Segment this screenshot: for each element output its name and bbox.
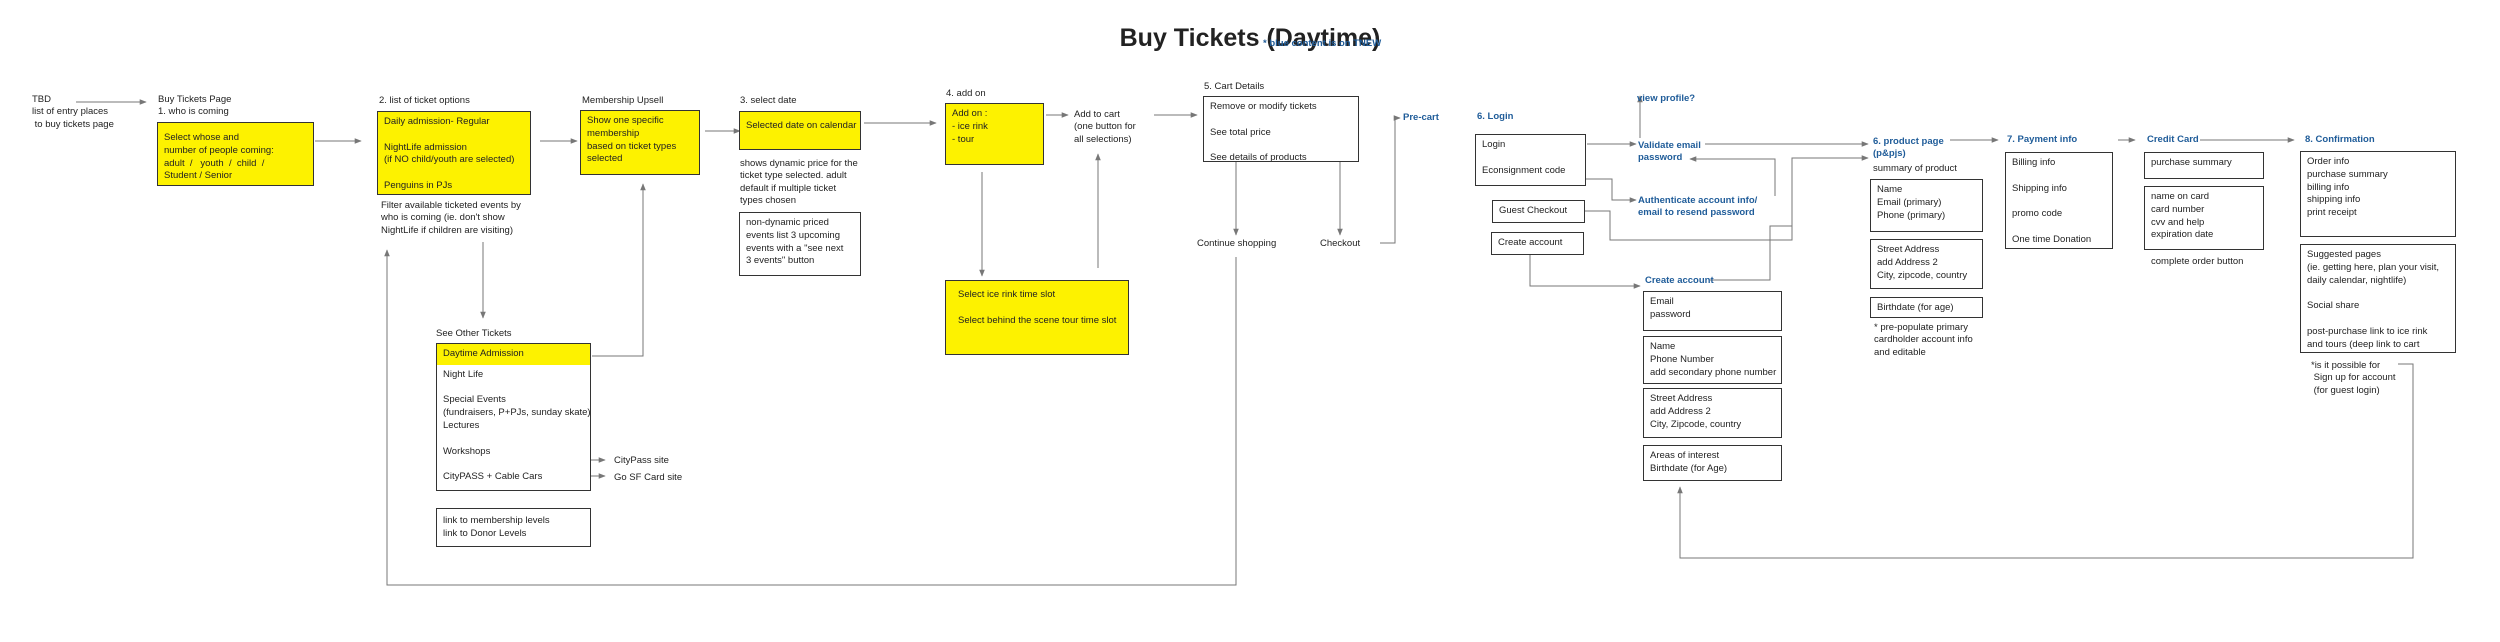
diagram-title: Buy Tickets (Daytime) bbox=[1119, 24, 1381, 52]
guest-checkout-button[interactable]: Guest Checkout bbox=[1492, 200, 1585, 223]
tbd-note: TBD list of entry places to buy tickets … bbox=[32, 94, 114, 130]
purchase-summary-box: purchase summary bbox=[2144, 152, 2264, 179]
create-account-address-box: Street Address add Address 2 City, Zipco… bbox=[1643, 388, 1782, 438]
select-date-label: 3. select date bbox=[740, 95, 797, 106]
confirmation-label: 8. Confirmation bbox=[2305, 134, 2375, 145]
summary-of-product-label: summary of product bbox=[1873, 163, 1957, 174]
daytime-admission-item: Daytime Admission bbox=[437, 344, 590, 365]
complete-order-label[interactable]: complete order button bbox=[2151, 256, 2244, 267]
go-sf-site-label[interactable]: Go SF Card site bbox=[614, 472, 683, 483]
view-profile-label[interactable]: view profile? bbox=[1637, 93, 1696, 104]
ticket-options-label: 2. list of ticket options bbox=[379, 95, 470, 106]
order-info-box: Order info purchase summary billing info… bbox=[2300, 151, 2456, 237]
card-details-box: name on card card number cvv and help ex… bbox=[2144, 186, 2264, 250]
add-on-label: 4. add on bbox=[946, 88, 986, 99]
arrow-continue-loop bbox=[384, 249, 1237, 586]
arrow-createacct-form-to-product bbox=[1710, 225, 1792, 281]
prepopulate-note: * pre-populate primary cardholder accoun… bbox=[1874, 322, 1973, 358]
suggested-pages-box: Suggested pages (ie. getting here, plan … bbox=[2300, 244, 2456, 353]
validate-email-label: Validate email password bbox=[1638, 140, 1701, 164]
create-account-email-box: Email password bbox=[1643, 291, 1782, 331]
buy-tickets-page-label: Buy Tickets Page 1. who is coming bbox=[158, 94, 232, 118]
payment-info-label: 7. Payment info bbox=[2007, 134, 2078, 145]
cart-details-label: 5. Cart Details bbox=[1204, 81, 1265, 92]
citypass-site-label[interactable]: CityPass site bbox=[614, 455, 669, 466]
product-birthdate-box: Birthdate (for age) bbox=[1870, 297, 1983, 318]
create-account-name-box: Name Phone Number add secondary phone nu… bbox=[1643, 336, 1782, 384]
arrow-checkout-to-precart bbox=[1380, 115, 1401, 244]
pre-cart-label: Pre-cart bbox=[1403, 112, 1439, 123]
time-slot-box: Select ice rink time slot Select behind … bbox=[945, 280, 1129, 355]
continue-shopping-label[interactable]: Continue shopping bbox=[1197, 238, 1277, 249]
checkout-label[interactable]: Checkout bbox=[1320, 238, 1361, 249]
arrow-forgot-to-auth bbox=[1560, 178, 1637, 203]
add-to-cart-label[interactable]: Add to cart (one button for all selectio… bbox=[1074, 109, 1136, 145]
create-account-label: Create account bbox=[1645, 275, 1714, 286]
authenticate-info-label: Authenticate account info/ email to rese… bbox=[1638, 195, 1758, 219]
product-address-box: Street Address add Address 2 City, zipco… bbox=[1870, 239, 1983, 289]
add-on-box: Add on : - ice rink - tour bbox=[945, 103, 1044, 165]
who-is-coming-box: Select whose and number of people coming… bbox=[157, 122, 314, 186]
login-box: Login Econsignment code Forgot Password bbox=[1475, 134, 1586, 186]
arrow-createacct-to-form bbox=[1529, 255, 1641, 289]
arrow-signup-loop bbox=[1677, 363, 2414, 559]
payment-info-box: Billing info Shipping info promo code On… bbox=[2005, 152, 2113, 249]
select-date-box: Selected date on calendar bbox=[739, 111, 861, 150]
arrow-auth-to-validate bbox=[1689, 156, 1776, 196]
membership-upsell-label: Membership Upsell bbox=[582, 95, 664, 106]
other-tickets-list: Night Life Special Events (fundraisers, … bbox=[443, 368, 591, 483]
see-other-tickets-label: See Other Tickets bbox=[436, 328, 512, 339]
arrow-guest-to-product bbox=[1585, 155, 1869, 241]
credit-card-label: Credit Card bbox=[2147, 134, 2199, 145]
membership-links-box: link to membership levels link to Donor … bbox=[436, 508, 591, 547]
product-page-label: 6. product page (p&pjs) bbox=[1873, 136, 1944, 160]
tnew-note: * blue content is on TNEW bbox=[1263, 38, 1382, 49]
non-dynamic-events-box: non-dynamic priced events list 3 upcomin… bbox=[739, 212, 861, 276]
guest-signup-note: *is it possible for Sign up for account … bbox=[2311, 360, 2396, 396]
login-label: 6. Login bbox=[1477, 111, 1514, 122]
ticket-options-box: Daily admission- Regular NightLife admis… bbox=[377, 111, 531, 195]
product-contact-box: Name Email (primary) Phone (primary) bbox=[1870, 179, 1983, 232]
ticket-options-note: Filter available ticketed events by who … bbox=[381, 200, 521, 236]
create-account-button[interactable]: Create account bbox=[1491, 232, 1584, 255]
cart-details-box: Remove or modify tickets See total price… bbox=[1203, 96, 1359, 162]
create-account-interests-box: Areas of interest Birthdate (for Age) bbox=[1643, 445, 1782, 481]
arrow-other-to-upsell bbox=[592, 183, 646, 357]
select-date-note: shows dynamic price for the ticket type … bbox=[740, 158, 858, 207]
membership-upsell-box: Show one specific membership based on ti… bbox=[580, 110, 700, 175]
